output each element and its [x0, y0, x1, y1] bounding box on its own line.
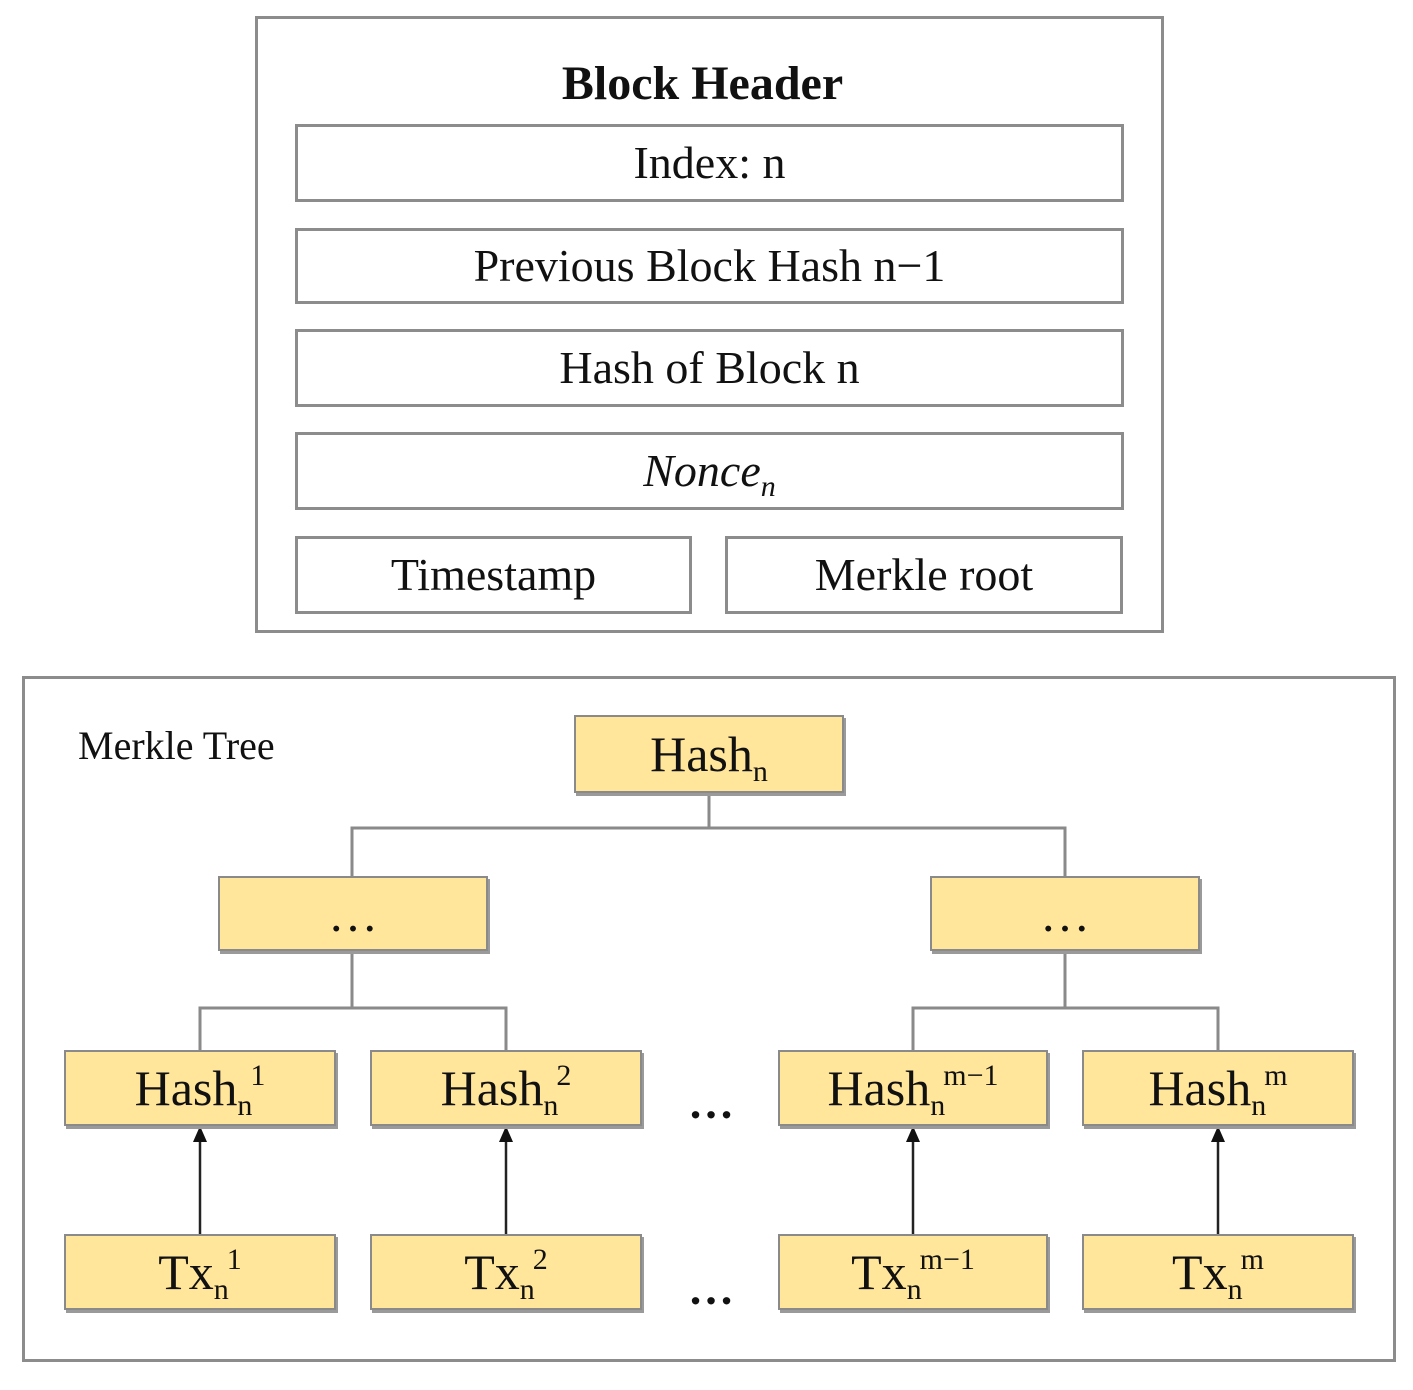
- merkle-root-label: Merkle root: [814, 549, 1034, 600]
- previous-block-hash-label: Previous Block Hash n−1: [473, 240, 946, 291]
- tx-gap-ellipsis: …: [688, 1263, 736, 1314]
- tx-node-1: Txn1: [64, 1234, 336, 1310]
- index-field: Index: n: [295, 124, 1124, 202]
- arrowhead-icon: [499, 1126, 513, 1142]
- nonce-label: Noncen: [643, 445, 776, 503]
- block-header-frame: [255, 16, 1164, 633]
- arrowhead-icon: [193, 1126, 207, 1142]
- middle-right-node: …: [930, 876, 1200, 951]
- hash-node-1: Hashn1: [64, 1050, 336, 1126]
- index-label: Index: n: [633, 137, 786, 188]
- timestamp-label: Timestamp: [390, 549, 597, 600]
- timestamp-field: Timestamp: [295, 536, 692, 614]
- root-hash-node: Hashn: [574, 715, 844, 793]
- previous-block-hash-field: Previous Block Hash n−1: [295, 228, 1124, 304]
- tx-node-m-1: Txnm−1: [778, 1234, 1048, 1310]
- block-header-title: Block Header: [561, 57, 844, 110]
- arrowhead-icon: [1211, 1126, 1225, 1142]
- hash-node-m-1: Hashnm−1: [778, 1050, 1048, 1126]
- hash-node-m: Hashnm: [1082, 1050, 1354, 1126]
- tx-node-m: Txnm: [1082, 1234, 1354, 1310]
- merkle-root-field: Merkle root: [725, 536, 1123, 614]
- arrowhead-icon: [906, 1126, 920, 1142]
- hash-gap-ellipsis: …: [688, 1077, 736, 1128]
- middle-left-node: …: [218, 876, 488, 951]
- hash-node-2: Hashn2: [370, 1050, 642, 1126]
- nonce-field: Noncen: [295, 432, 1124, 510]
- merkle-tree-label: Merkle Tree: [78, 723, 275, 768]
- hash-of-block-label: Hash of Block n: [559, 342, 860, 393]
- tx-node-2: Txn2: [370, 1234, 642, 1310]
- hash-of-block-field: Hash of Block n: [295, 329, 1124, 407]
